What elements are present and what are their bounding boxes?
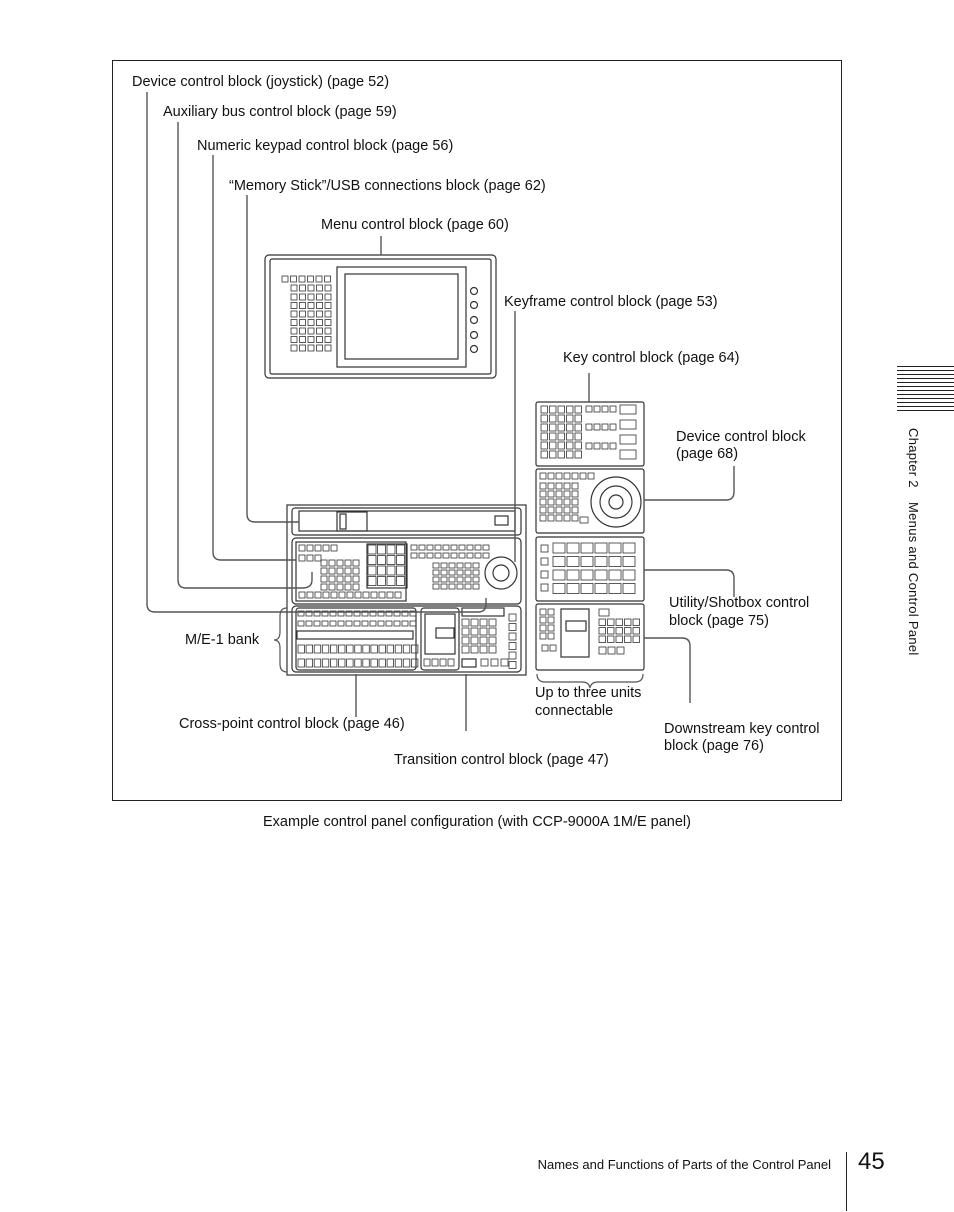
dsk-panel (535, 603, 645, 671)
page-number: 45 (858, 1148, 885, 1175)
label-me1-bank: M/E-1 bank (185, 632, 260, 648)
label-utility-1: Utility/Shotbox control (669, 595, 810, 611)
figure-caption: Example control panel configuration (wit… (263, 814, 691, 830)
leader-lines (146, 92, 735, 731)
page-number-rule (846, 1152, 847, 1211)
label-device-control-2: (page 68) (676, 446, 739, 462)
label-numeric-keypad: Numeric keypad control block (page 56) (197, 138, 454, 154)
chapter-sidebar: Chapter 2 Menus and Control Panel (906, 428, 921, 655)
label-cross-point: Cross-point control block (page 46) (179, 716, 405, 732)
label-menu-control: Menu control block (page 60) (321, 217, 509, 233)
menu-panel (264, 254, 497, 379)
utility-panel (535, 536, 645, 602)
label-utility-2: block (page 75) (669, 613, 769, 629)
label-memory-stick: “Memory Stick”/USB connections block (pa… (229, 178, 546, 194)
chapter-title: Menus and Control Panel (906, 501, 921, 656)
label-device-control-1: Device control block (676, 429, 806, 445)
aux-keypad-panel (291, 537, 522, 605)
label-transition: Transition control block (page 47) (394, 752, 609, 768)
label-keyframe: Keyframe control block (page 53) (504, 294, 718, 310)
device-control-panel (535, 468, 645, 534)
key-control-panel (535, 401, 645, 467)
chapter-tab-bars (897, 366, 954, 414)
label-key-control: Key control block (page 64) (563, 350, 740, 366)
figure-frame (112, 60, 842, 801)
label-downstream-1: Downstream key control (664, 721, 820, 737)
label-downstream-2: block (page 76) (664, 738, 764, 754)
me1-bank-panel (291, 605, 522, 673)
footer-section-title: Names and Functions of Parts of the Cont… (537, 1157, 831, 1172)
label-up-to-three-1: Up to three units (535, 685, 642, 701)
label-aux-bus: Auxiliary bus control block (page 59) (163, 104, 397, 120)
chapter-number: Chapter 2 (906, 428, 921, 488)
label-device-joystick: Device control block (joystick) (page 52… (132, 74, 390, 90)
label-up-to-three-2: connectable (535, 703, 614, 719)
